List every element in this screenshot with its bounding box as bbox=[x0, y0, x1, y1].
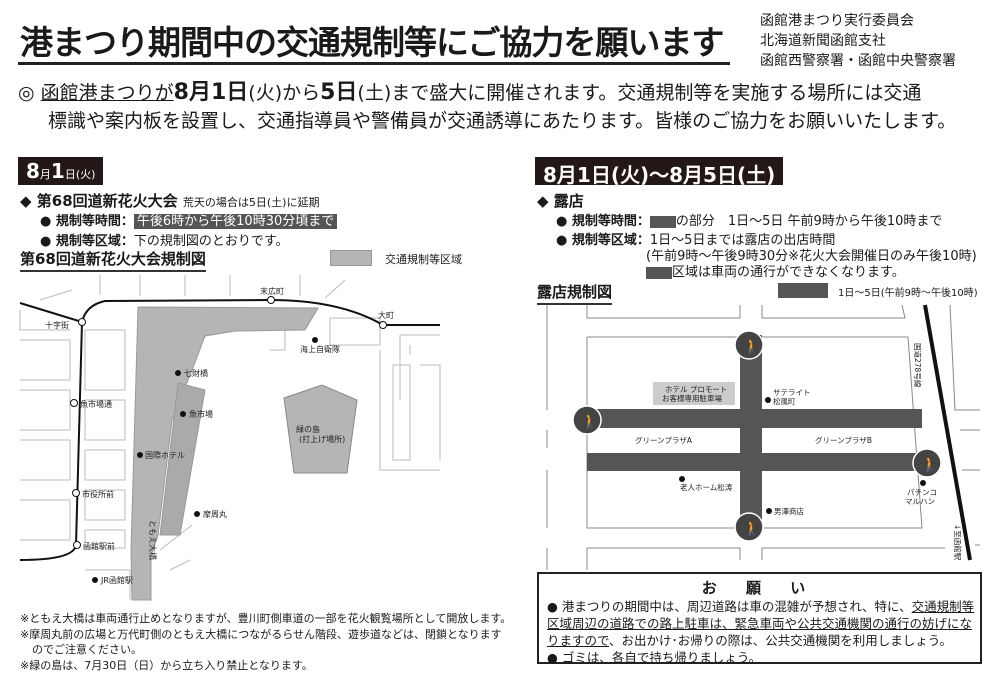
svg-text:🚶: 🚶 bbox=[581, 413, 598, 430]
time-row: ● 規制等時間：午後6時から午後10時30分頃まで bbox=[40, 210, 338, 229]
event-title: ◆ 第68回道新花火大会 bbox=[20, 192, 178, 210]
swatch bbox=[646, 266, 672, 279]
place-label: JR函館駅 bbox=[100, 575, 133, 585]
text-underlined: 交通規制等区域周辺の道路での路上駐車は、緊急車両や公共交通機関の通行の妨げになり… bbox=[547, 599, 975, 648]
map-title-left: 第68回道新花火大会規制図 bbox=[20, 248, 206, 272]
label: ● 規制等区域： bbox=[556, 233, 650, 248]
station-label: 市役所前 bbox=[82, 489, 114, 499]
island-label: (打上げ場所) bbox=[299, 434, 345, 444]
d: 日(火) bbox=[64, 168, 96, 181]
place-label: 国際ホテル bbox=[145, 450, 185, 460]
place-label: 魚市場 bbox=[189, 409, 213, 419]
place-label: ホテル プロモート bbox=[665, 385, 727, 394]
request-title: お 願 い bbox=[701, 579, 818, 597]
place-label: 松風町 bbox=[773, 396, 796, 406]
intro-a: 函館港まつりが bbox=[40, 82, 174, 104]
legend-left: 交通規制等区域 bbox=[385, 253, 462, 266]
org-1: 函館港まつり実行委員会 bbox=[760, 13, 914, 29]
svg-text:🚶: 🚶 bbox=[743, 520, 760, 537]
legend-swatch-dark bbox=[778, 283, 828, 298]
d: 1 bbox=[50, 159, 65, 183]
place-label: パチンコ bbox=[907, 488, 937, 497]
map-title-right: 露店規制図 bbox=[537, 281, 613, 305]
intro-date1: 8月1日 bbox=[173, 80, 249, 105]
stall-time-row: ● 規制等時間： の部分 1日〜5日 午前9時から午後10時まで bbox=[556, 210, 942, 229]
request-item-1: ● 港まつりの期間中は、周辺道路は車の混雑が予想され、特に、交通規制等区域周辺の… bbox=[539, 598, 980, 649]
area-row: ● 規制等区域：下の規制図のとおりです。 bbox=[40, 230, 289, 249]
route-label: 国道278号線 bbox=[913, 343, 923, 388]
org-3: 函館西警察署・函館中央警察署 bbox=[760, 53, 956, 69]
place-label: サテライト bbox=[773, 388, 811, 397]
station-direction: ↓至函館駅 bbox=[953, 524, 963, 561]
station-label: 魚市場通 bbox=[80, 399, 112, 409]
place-label: 老人ホーム松涛 bbox=[680, 482, 733, 492]
swatch bbox=[649, 215, 676, 228]
note-2b: のでご注意ください。 bbox=[32, 643, 142, 656]
svg-text:🚶: 🚶 bbox=[743, 338, 760, 355]
event-fireworks: ◆ 第68回道新花火大会 荒天の場合は5日(土)に延期 bbox=[20, 190, 319, 211]
date-badge-right: 8月1日(火)〜8月5日(土) bbox=[535, 157, 784, 187]
label: ● 規制等時間： bbox=[556, 214, 650, 229]
note-1: ※ともえ大橋は車両通行止めとなりますが、豊川町側車道の一部を花火観覧場所として開… bbox=[20, 612, 512, 625]
place-label: 七財橋 bbox=[184, 368, 208, 378]
legend-right: 1日〜5日(午前9時〜午後10時) bbox=[838, 288, 978, 299]
title-rule bbox=[18, 62, 730, 65]
label: ● 規制等区域： bbox=[40, 234, 134, 249]
text: ● 港まつりの期間中は、周辺道路は車の混雑が予想され、特に、 bbox=[547, 599, 912, 614]
note-2: ※摩周丸前の広場と万代町側のともえ大橋につながるらせん階段、遊歩道などは、閉鎖と… bbox=[20, 628, 502, 641]
legend-swatch-light bbox=[330, 250, 372, 266]
stall-area-row-2: (午前9時〜午後9時30分※花火大会開催日のみ午後10時) bbox=[646, 249, 977, 264]
place-label: 摩周丸 bbox=[203, 509, 227, 519]
intro-c: (土)まで盛大に開催されます。交通規制等を実施する場所には交通 bbox=[357, 82, 922, 104]
place-label: マルハン bbox=[905, 497, 935, 506]
date-badge-left: 8月1日(火) bbox=[18, 157, 104, 185]
value: 1日〜5日までは露店の出店時間 bbox=[649, 233, 836, 248]
stall-area-row: ● 規制等区域：1日〜5日までは露店の出店時間 bbox=[556, 229, 835, 248]
svg-text:🚶: 🚶 bbox=[921, 456, 938, 473]
place-label: グリーンプラザB bbox=[815, 435, 872, 445]
place-label: 男澤商店 bbox=[774, 506, 804, 516]
value: 下の規制図のとおりです。 bbox=[133, 234, 289, 249]
event-stalls: ◆ 露店 bbox=[537, 192, 584, 210]
bridge-label: ともえ大橋 bbox=[148, 520, 158, 560]
stall-area-row-3: 区域は車両の通行ができなくなります。 bbox=[646, 261, 905, 280]
mark: ◎ bbox=[18, 82, 35, 104]
pedestrian-icon bbox=[572, 330, 942, 542]
d: 8 bbox=[26, 159, 40, 183]
place-label: お客様専用駐車場 bbox=[662, 393, 722, 403]
page-title: 港まつり期間中の交通規制等にご協力を願います bbox=[20, 23, 724, 62]
station-label: 大町 bbox=[378, 310, 394, 320]
text: 、お出かけ･お帰りの際は、公共交通機関を利用しましょう。 bbox=[609, 633, 953, 648]
intro-b: (火)から bbox=[248, 82, 321, 104]
island-label: 緑の島 bbox=[296, 424, 320, 434]
d: 月 bbox=[39, 168, 51, 181]
station-label: 十字街 bbox=[45, 320, 69, 330]
place-label: 海上自衛隊 bbox=[300, 344, 340, 354]
event-note: 荒天の場合は5日(土)に延期 bbox=[182, 196, 320, 209]
intro-line-2: 標識や案内板を設置し、交通指導員や警備員が交通誘導にあたります。皆様のご協力をお… bbox=[48, 110, 957, 132]
intro-date2: 5日 bbox=[320, 80, 358, 105]
value: 区域は車両の通行ができなくなります。 bbox=[672, 265, 905, 280]
place-label: グリーンプラザA bbox=[635, 435, 693, 445]
station-label: 函館駅前 bbox=[83, 541, 115, 551]
request-item-2: ● ゴミは、各自で持ち帰りましょう。 bbox=[547, 650, 762, 665]
note-3: ※緑の島は、7月30日（日）から立ち入り禁止となります。 bbox=[20, 659, 313, 672]
station-label: 末広町 bbox=[260, 286, 284, 296]
intro-line-1: ◎ 函館港まつりが8月1日(火)から5日(土)まで盛大に開催されます。交通規制等… bbox=[18, 74, 921, 106]
value: の部分 1日〜5日 午前9時から午後10時まで bbox=[675, 214, 943, 229]
value: 午後6時から午後10時30分頃まで bbox=[133, 214, 338, 229]
org-2: 北海道新聞函館支社 bbox=[760, 33, 886, 49]
request-box: お 願 い ● 港まつりの期間中は、周辺道路は車の混雑が予想され、特に、交通規制… bbox=[537, 572, 982, 665]
label: ● 規制等時間： bbox=[40, 214, 134, 229]
